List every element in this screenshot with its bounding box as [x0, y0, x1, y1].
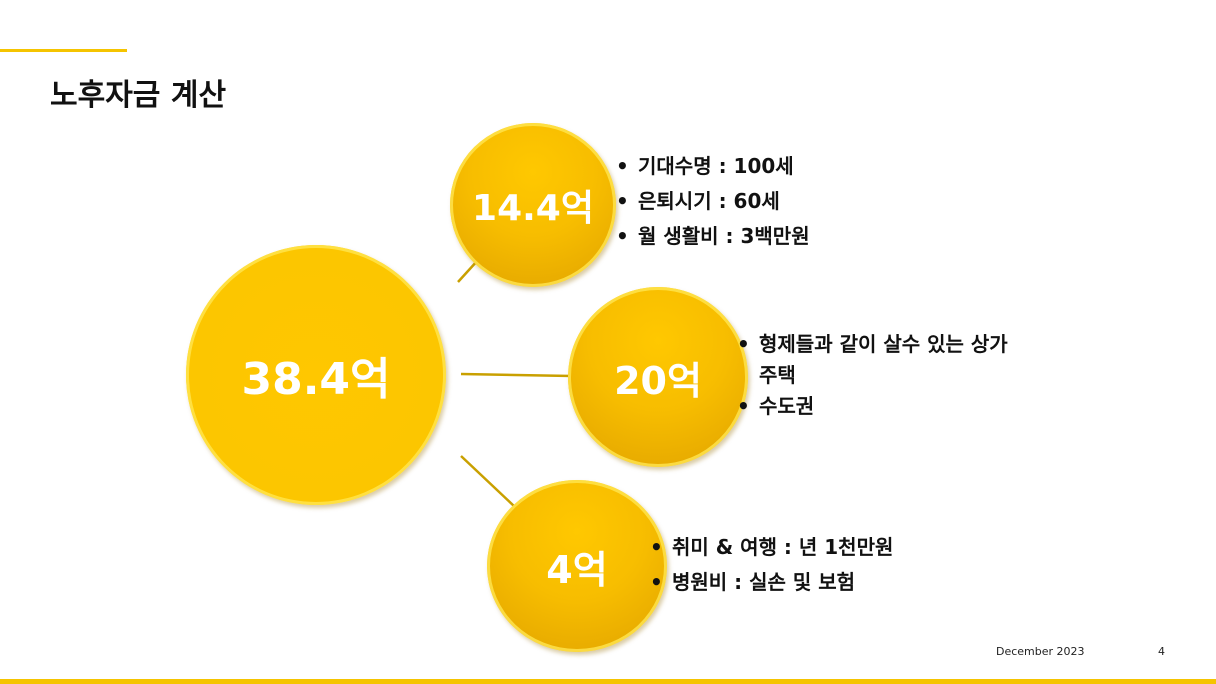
branch-1-list: 기대수명 : 100세 은퇴시기 : 60세 월 생활비 : 3백만원 [616, 149, 810, 254]
branch-label: 4억 [546, 547, 608, 592]
list-item: 기대수명 : 100세 [616, 149, 810, 184]
list-item: 병원비 : 실손 및 보험 [650, 565, 893, 600]
branch-label: 20억 [614, 358, 702, 403]
page-number: 4 [1158, 645, 1165, 658]
list-item: 수도권 [737, 391, 1017, 422]
list-item: 형제들과 같이 살수 있는 상가주택 [737, 329, 1017, 391]
top-accent-bar [0, 49, 127, 52]
total-label: 38.4억 [241, 354, 391, 405]
branch-2-list: 형제들과 같이 살수 있는 상가주택 수도권 [737, 329, 1017, 422]
branch-circle-1: 14.4억 [450, 123, 616, 287]
connector-line-3 [460, 455, 516, 508]
footer-date: December 2023 [996, 645, 1085, 658]
branch-3-list: 취미 & 여행 : 년 1천만원 병원비 : 실손 및 보험 [650, 530, 893, 600]
list-item: 은퇴시기 : 60세 [616, 184, 810, 219]
list-item: 월 생활비 : 3백만원 [616, 219, 810, 254]
branch-circle-2: 20억 [568, 287, 748, 467]
slide-title: 노후자금 계산 [50, 78, 227, 113]
total-circle: 38.4억 [186, 245, 446, 505]
connector-line-2 [460, 372, 573, 378]
branch-circle-3: 4억 [487, 480, 667, 652]
list-item: 취미 & 여행 : 년 1천만원 [650, 530, 893, 565]
bottom-accent-bar [0, 679, 1216, 684]
branch-label: 14.4억 [472, 188, 594, 229]
